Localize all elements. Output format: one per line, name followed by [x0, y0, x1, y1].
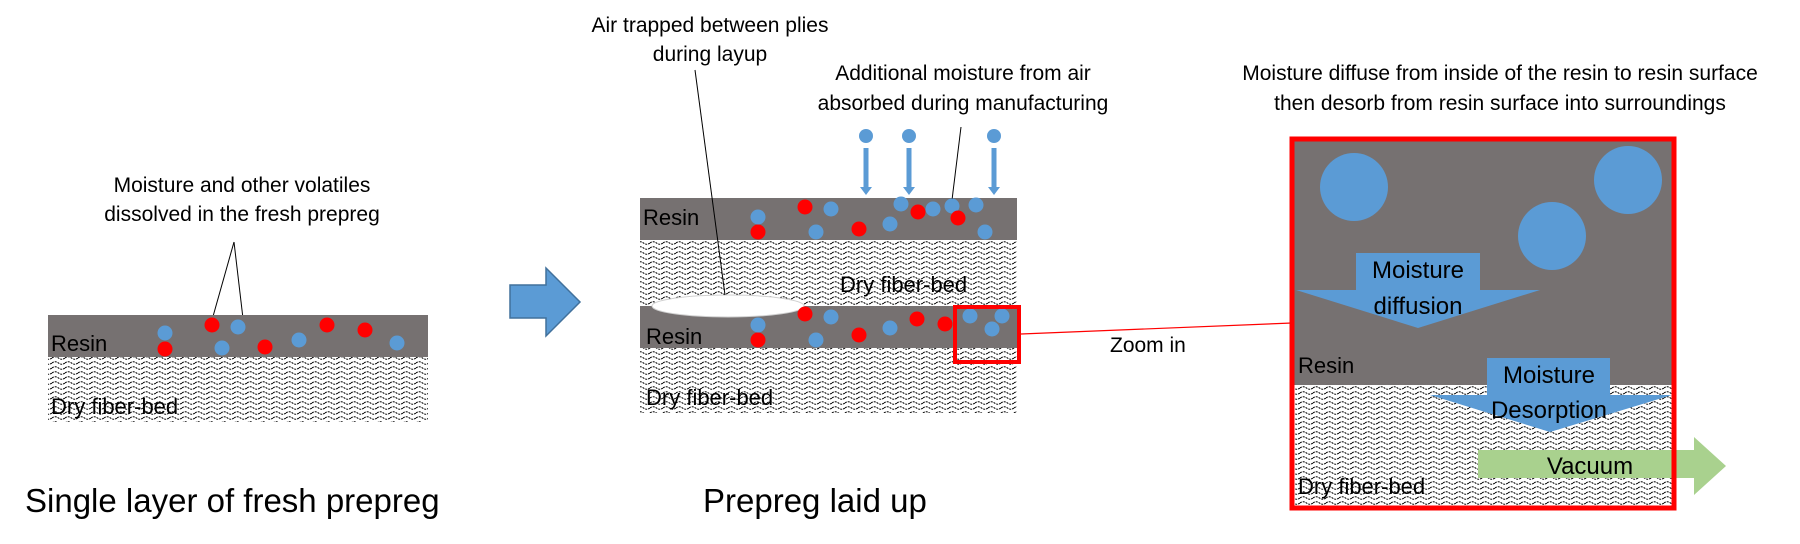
air-void: [651, 294, 805, 318]
volatile-particle: [910, 204, 926, 220]
particle-group: [157, 317, 405, 357]
leader-line: [211, 241, 235, 321]
resin-label-bottom: Resin: [646, 324, 702, 349]
laidup-panel: Air trapped between plies during layup A…: [592, 14, 1109, 519]
particle-group: [750, 196, 1010, 348]
moisture-particle: [823, 309, 839, 325]
volatile-particle: [909, 311, 925, 327]
desorption-arrow-icon: [1430, 358, 1672, 432]
volatile-particle: [204, 317, 220, 333]
right-arrow-icon: [509, 266, 582, 338]
zoom-resin-label: Resin: [1298, 353, 1354, 378]
fiber-bed-layer-top: [640, 240, 1017, 306]
moisture-particle: [750, 317, 766, 333]
moisture-particle: [984, 321, 1000, 337]
moisture-particle: [925, 201, 941, 217]
moisture-particle: [808, 224, 824, 240]
zoom-note-line1: Moisture diffuse from inside of the resi…: [1242, 62, 1758, 85]
air-leader-line: [694, 69, 726, 296]
volatile-particle: [750, 224, 766, 240]
moisture-particle: [291, 332, 307, 348]
zoom-region-highlight: [953, 305, 1021, 364]
volatile-particle: [157, 341, 173, 357]
moisture-particle: [808, 332, 824, 348]
zoom-in-label: Zoom in: [1110, 334, 1186, 357]
volatile-particle: [357, 322, 373, 338]
moisture-particle: [882, 216, 898, 232]
moisture-note-line2: absorbed during manufacturing: [818, 92, 1109, 115]
air-note-line1: Air trapped between plies: [592, 14, 829, 37]
moisture-particle: [994, 308, 1010, 324]
fiber-bed-label-bottom: Dry fiber-bed: [646, 385, 773, 410]
zoom-connector-line: [1020, 322, 1293, 335]
zoom-frame: [1289, 136, 1677, 511]
vacuum-label: Vacuum: [1547, 453, 1633, 480]
air-note-line2: during layup: [653, 43, 767, 66]
moisture-droplet: [1320, 153, 1388, 221]
moisture-particle: [968, 197, 984, 213]
moisture-particle: [214, 340, 230, 356]
diffusion-label-line1: Moisture: [1372, 257, 1464, 284]
diffusion-label-line2: diffusion: [1374, 293, 1463, 320]
fiber-bed-label-top: Dry fiber-bed: [840, 272, 967, 297]
caption-single-prepreg: Single layer of fresh prepreg: [25, 482, 440, 519]
caption-laidup: Prepreg laid up: [703, 482, 927, 519]
moisture-particle: [157, 325, 173, 341]
fiber-bed-layer: [48, 357, 428, 422]
moisture-particle: [962, 308, 978, 324]
moisture-particle: [882, 320, 898, 336]
moisture-particle: [750, 209, 766, 225]
volatile-particle: [797, 199, 813, 215]
diffusion-arrow-icon: [1296, 253, 1540, 328]
volatile-particle: [851, 327, 867, 343]
volatiles-note-line2: dissolved in the fresh prepreg: [104, 203, 380, 226]
resin-label-top: Resin: [643, 205, 699, 230]
resin-label: Resin: [51, 331, 107, 356]
zoom-note-line2: then desorb from resin surface into surr…: [1274, 92, 1726, 115]
moisture-droplet: [1594, 146, 1662, 214]
moisture-particle: [230, 319, 246, 335]
zoom-fiber-bed-label: Dry fiber-bed: [1298, 474, 1425, 499]
moisture-drop-arrow-icon: [987, 129, 1001, 195]
moisture-particle: [389, 335, 405, 351]
volatiles-note-line1: Moisture and other volatiles: [114, 174, 371, 197]
leader-line: [233, 241, 245, 328]
volatile-particle: [937, 316, 953, 332]
vacuum-arrow-icon: [1478, 437, 1726, 495]
moisture-drop-arrow-icon: [859, 129, 873, 195]
volatile-particle: [950, 210, 966, 226]
volatile-particle: [319, 317, 335, 333]
moisture-droplet: [1518, 202, 1586, 270]
desorption-label-line2: Desorption: [1491, 397, 1607, 424]
moisture-drop-arrow-icon: [902, 129, 916, 195]
volatile-particle: [851, 221, 867, 237]
moisture-particle: [893, 196, 909, 212]
moisture-leader-line: [951, 126, 962, 201]
volatile-particle: [797, 306, 813, 322]
fiber-bed-label: Dry fiber-bed: [51, 394, 178, 419]
zoom-panel: Moisture diffuse from inside of the resi…: [1242, 62, 1758, 511]
moisture-particle: [944, 198, 960, 214]
desorption-label-line1: Moisture: [1503, 362, 1595, 389]
single-prepreg-panel: Moisture and other volatiles dissolved i…: [25, 174, 440, 519]
incoming-moisture-group: [859, 129, 1001, 195]
moisture-particle: [977, 224, 993, 240]
moisture-note-line1: Additional moisture from air: [835, 62, 1091, 85]
volatile-particle: [750, 332, 766, 348]
moisture-particle: [823, 201, 839, 217]
volatile-particle: [257, 339, 273, 355]
